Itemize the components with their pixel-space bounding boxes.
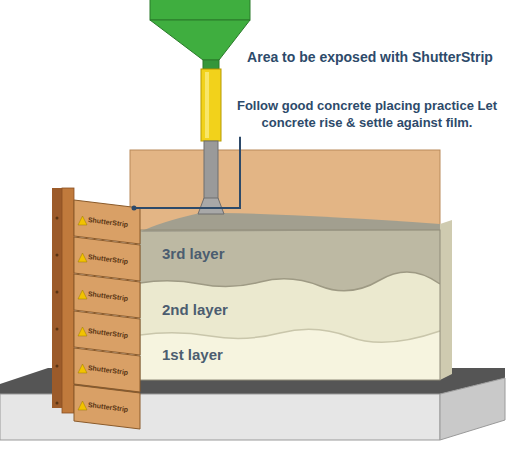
formwork-board bbox=[74, 237, 140, 281]
illustration-part bbox=[56, 291, 59, 294]
illustration-part bbox=[56, 365, 59, 368]
layer-joint bbox=[140, 329, 440, 342]
back-plywood bbox=[130, 150, 440, 235]
pipe-outlet bbox=[198, 198, 224, 214]
layer-label: 1st layer bbox=[162, 347, 223, 364]
formwork-board bbox=[74, 274, 140, 318]
formwork-post bbox=[62, 188, 74, 413]
formwork-post bbox=[52, 188, 62, 408]
leader-line bbox=[134, 137, 240, 208]
illustration-part bbox=[56, 328, 59, 331]
hopper-funnel bbox=[150, 20, 250, 60]
illustration-part bbox=[56, 254, 59, 257]
logo-triangle bbox=[78, 401, 87, 410]
illustration-part bbox=[56, 217, 59, 220]
logo-triangles bbox=[78, 216, 87, 410]
layer-label: 2nd layer bbox=[162, 302, 228, 319]
layer-label: 3rd layer bbox=[162, 246, 225, 263]
layer-joint bbox=[140, 272, 440, 291]
formwork-boards bbox=[74, 200, 140, 429]
logo-triangle bbox=[78, 364, 87, 373]
concrete-2nd bbox=[140, 272, 440, 380]
concrete-outline bbox=[140, 230, 440, 380]
tremie-pipe bbox=[201, 69, 221, 141]
bolts bbox=[56, 217, 59, 405]
concrete-1st bbox=[140, 329, 440, 380]
formwork-board bbox=[74, 311, 140, 355]
formwork-board bbox=[74, 200, 140, 244]
callout-note: Follow good concrete placing practice Le… bbox=[224, 98, 510, 132]
concrete-side bbox=[440, 220, 452, 380]
formwork-board bbox=[74, 385, 140, 429]
leader-dot bbox=[132, 206, 137, 211]
formwork-board bbox=[74, 348, 140, 392]
illustration-part bbox=[56, 402, 59, 405]
hopper-neck bbox=[203, 60, 219, 69]
logo-triangle bbox=[78, 253, 87, 262]
pipe-hose bbox=[204, 141, 218, 199]
pipe-highlight bbox=[205, 72, 209, 138]
concrete-3rd bbox=[140, 230, 440, 380]
hopper-top bbox=[150, 0, 250, 20]
callout-heading: Area to be exposed with ShutterStrip bbox=[238, 48, 502, 66]
logo-triangle bbox=[78, 290, 87, 299]
logo-triangle bbox=[78, 216, 87, 225]
concrete-top bbox=[140, 213, 440, 232]
slab-side bbox=[440, 378, 505, 440]
logo-triangle bbox=[78, 327, 87, 336]
